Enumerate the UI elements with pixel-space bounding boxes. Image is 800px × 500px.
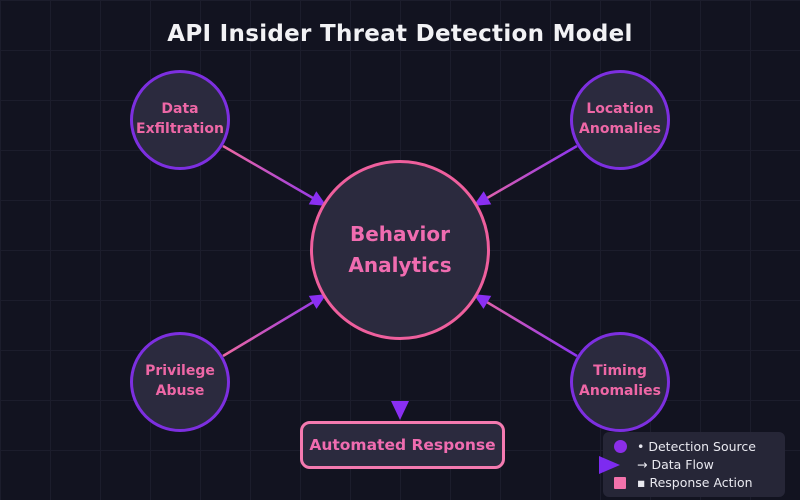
legend-marker-cell (611, 476, 637, 489)
legend-marker-cell (611, 440, 637, 453)
node-label-line: Anomalies (579, 383, 661, 399)
arrow-privilege-abuse-to-center (222, 293, 327, 358)
node-timing-anomalies: Timing Anomalies (570, 332, 670, 432)
node-label-line: Abuse (155, 383, 205, 399)
legend-item-label: • Detection Source (637, 439, 756, 454)
node-label-line: Analytics (348, 253, 452, 277)
legend-marker-cell (599, 455, 637, 474)
node-label-line: Privilege (145, 363, 215, 380)
legend-item-detection-source: • Detection Source (611, 438, 777, 455)
node-privilege-abuse: Privilege Abuse (130, 332, 230, 432)
legend-item-data-flow: → Data Flow (599, 455, 777, 474)
triangle-marker-icon (599, 455, 620, 474)
legend-panel: • Detection Source → Data Flow ▪ Respons… (599, 432, 785, 497)
page-title: API Insider Threat Detection Model (167, 21, 633, 47)
arrow-location-anomalies-to-center (473, 144, 578, 207)
arrow-timing-anomalies-to-center (473, 293, 578, 358)
arrow-data-exfiltration-to-center (222, 144, 327, 207)
legend-item-label: → Data Flow (637, 457, 714, 472)
legend-item-response-action: ▪ Response Action (611, 474, 777, 491)
response-box-label: Automated Response (309, 436, 496, 454)
node-label-line: Exfiltration (136, 121, 224, 137)
node-label-line: Data (161, 101, 199, 118)
node-label-line: Behavior (349, 222, 451, 246)
square-marker-icon (614, 476, 626, 489)
response-flow-arrowhead-icon (391, 401, 409, 420)
legend-item-label: ▪ Response Action (637, 475, 753, 490)
node-label-line: Anomalies (579, 121, 661, 137)
node-data-exfiltration: Data Exfiltration (130, 70, 230, 170)
node-behavior-analytics: Behavior Analytics (310, 160, 490, 340)
circle-marker-icon (614, 440, 627, 453)
node-label-line: Location (586, 101, 654, 118)
node-location-anomalies: Location Anomalies (570, 70, 670, 170)
node-label-line: Timing (593, 363, 647, 380)
node-automated-response: Automated Response (300, 421, 505, 469)
